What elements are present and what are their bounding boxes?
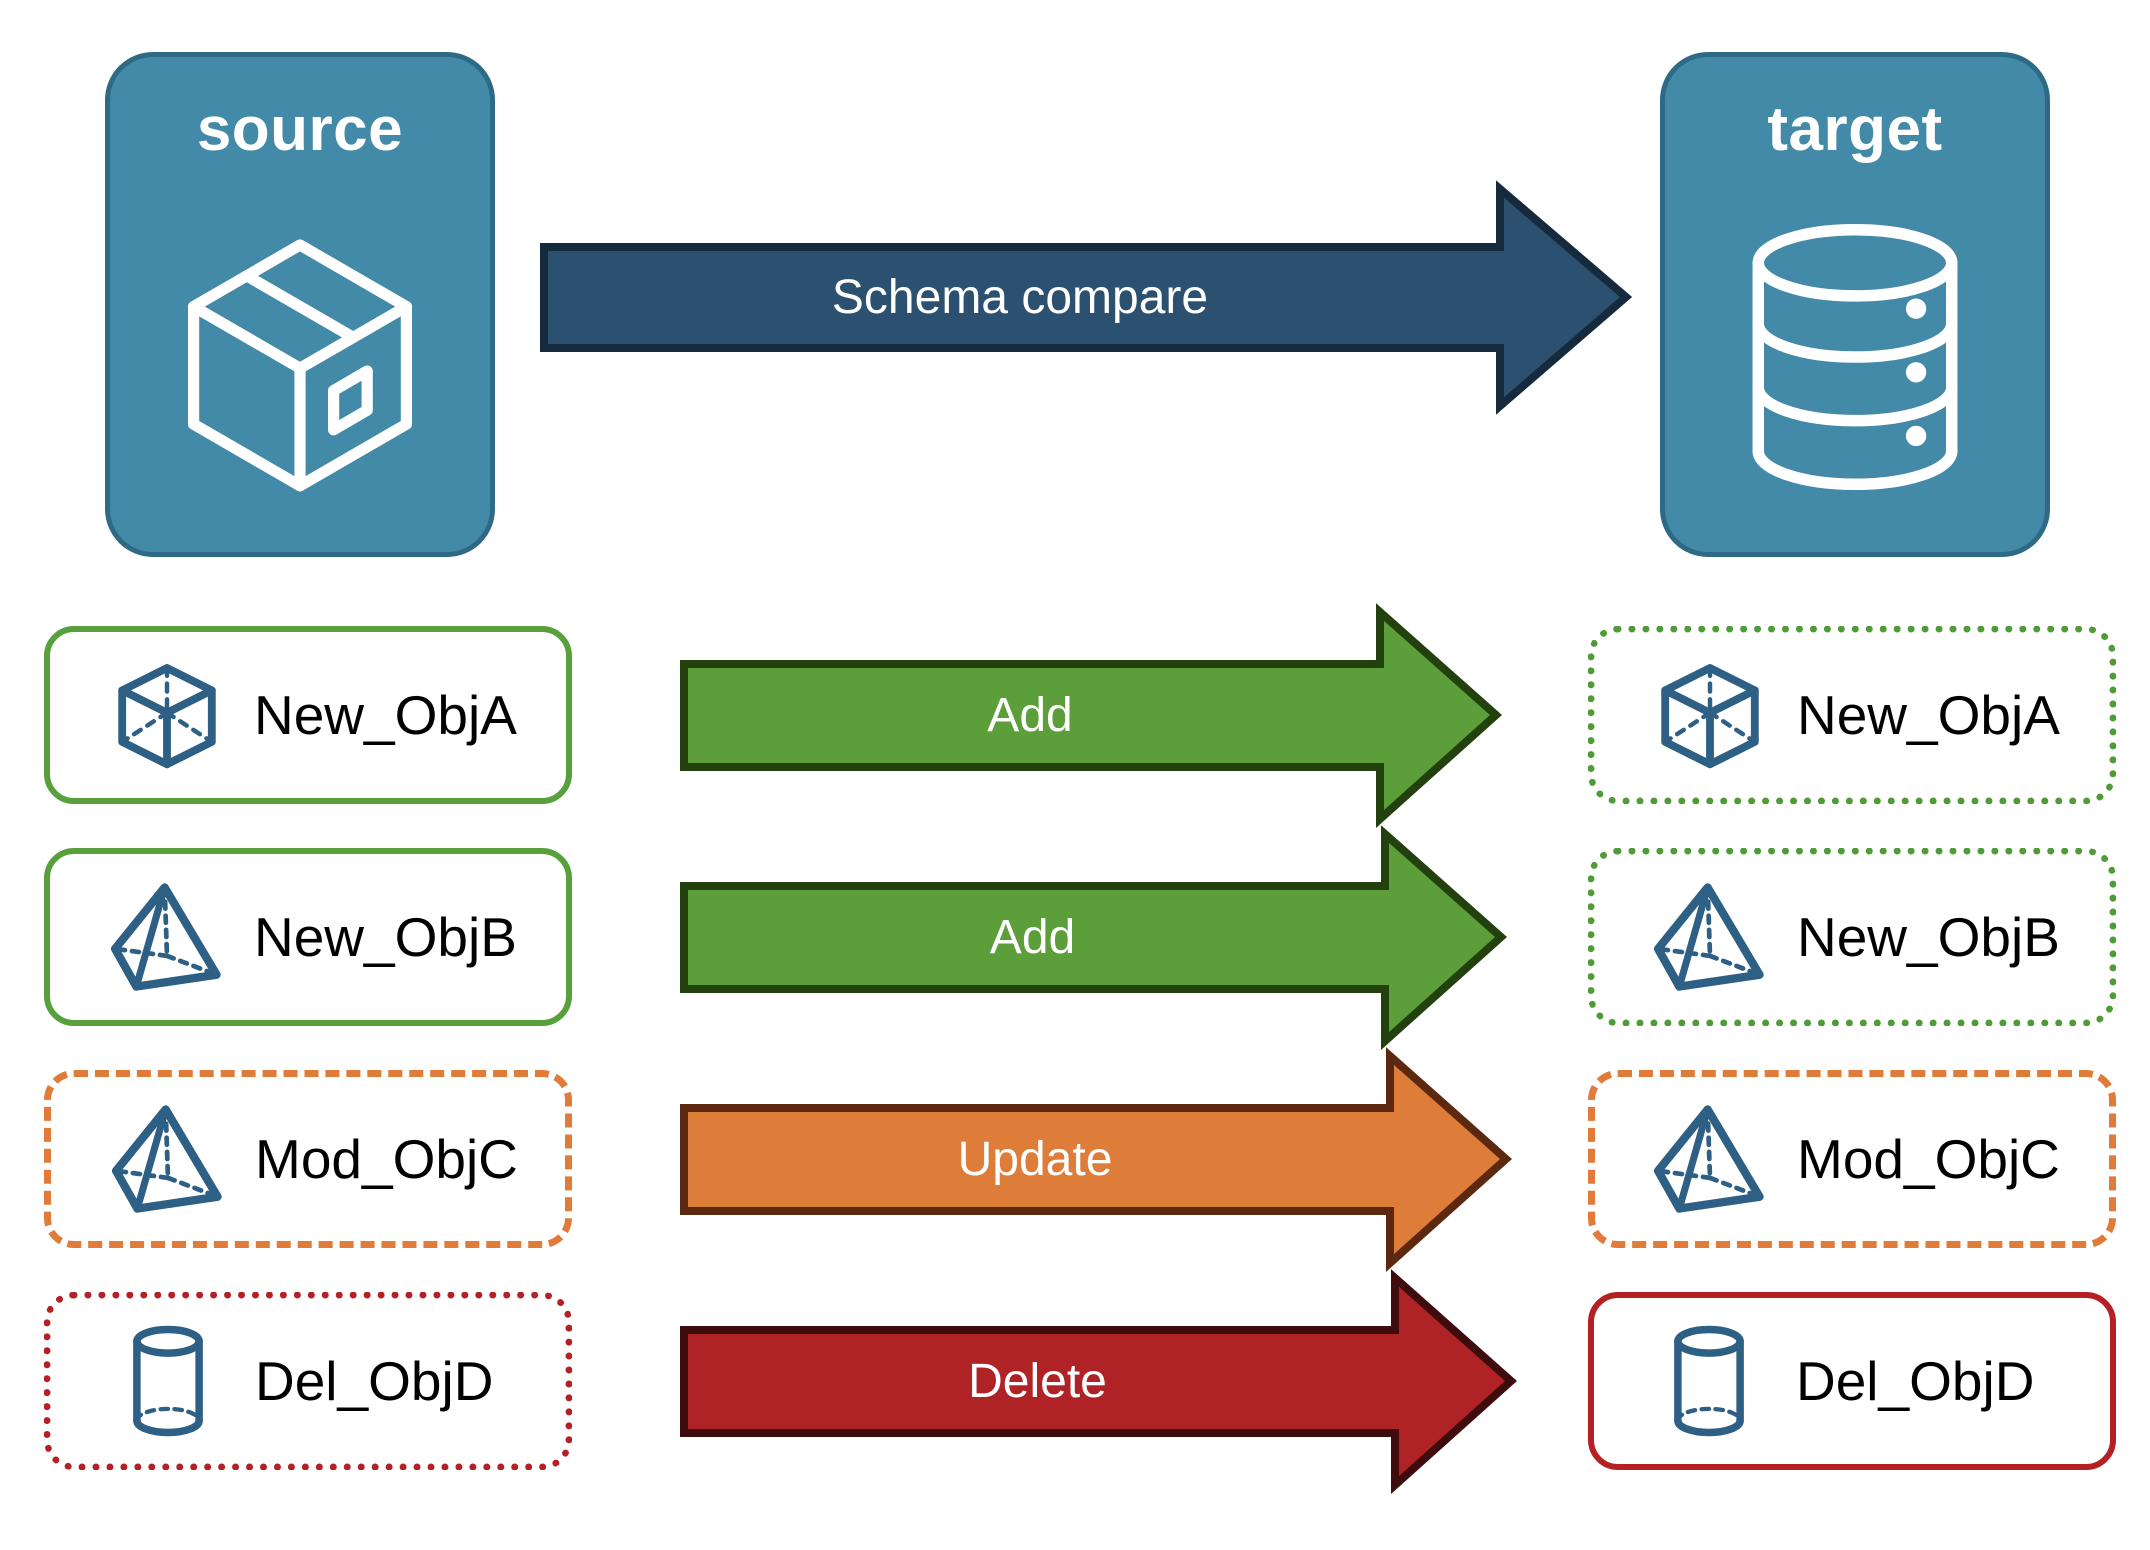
wireframe-pyramid-icon — [1645, 1094, 1775, 1224]
source-object-label-2: New_ObjB — [254, 906, 517, 968]
wireframe-cylinder-icon — [103, 1316, 233, 1446]
source-title: source — [196, 95, 404, 164]
target-object-label-1: New_ObjA — [1797, 684, 2060, 746]
wireframe-cube-icon — [1645, 650, 1775, 780]
source-object-label-3: Mod_ObjC — [255, 1128, 518, 1190]
database-cylinder-icon — [1665, 161, 2045, 552]
schema-compare-arrow: Schema compare — [540, 180, 1633, 415]
source-endpoint-panel: source — [105, 52, 495, 557]
target-object-label-3: Mod_ObjC — [1797, 1128, 2060, 1190]
target-title: target — [1767, 95, 1943, 164]
target-object-row-2[interactable]: New_ObjB — [1588, 848, 2116, 1026]
source-object-row-4[interactable]: Del_ObjD — [44, 1292, 572, 1470]
package-box-icon — [110, 161, 490, 552]
source-object-row-1[interactable]: New_ObjA — [44, 626, 572, 804]
target-object-row-1[interactable]: New_ObjA — [1588, 626, 2116, 804]
source-object-label-4: Del_ObjD — [255, 1350, 494, 1412]
wireframe-pyramid-icon — [103, 1094, 233, 1224]
action-arrow-add-1: Add — [680, 603, 1503, 828]
source-object-row-2[interactable]: New_ObjB — [44, 848, 572, 1026]
wireframe-cube-icon — [102, 650, 232, 780]
target-object-row-4[interactable]: Del_ObjD — [1588, 1292, 2116, 1470]
wireframe-pyramid-icon — [1645, 872, 1775, 1002]
target-object-label-4: Del_ObjD — [1796, 1350, 2035, 1412]
action-arrow-delete: Delete — [680, 1269, 1518, 1494]
source-object-label-1: New_ObjA — [254, 684, 517, 746]
target-object-label-2: New_ObjB — [1797, 906, 2060, 968]
action-arrow-add-2: Add — [680, 825, 1508, 1050]
target-object-row-3[interactable]: Mod_ObjC — [1588, 1070, 2116, 1248]
target-endpoint-panel: target — [1660, 52, 2050, 557]
source-object-row-3[interactable]: Mod_ObjC — [44, 1070, 572, 1248]
wireframe-cylinder-icon — [1644, 1316, 1774, 1446]
action-arrow-update: Update — [680, 1047, 1513, 1272]
wireframe-pyramid-icon — [102, 872, 232, 1002]
